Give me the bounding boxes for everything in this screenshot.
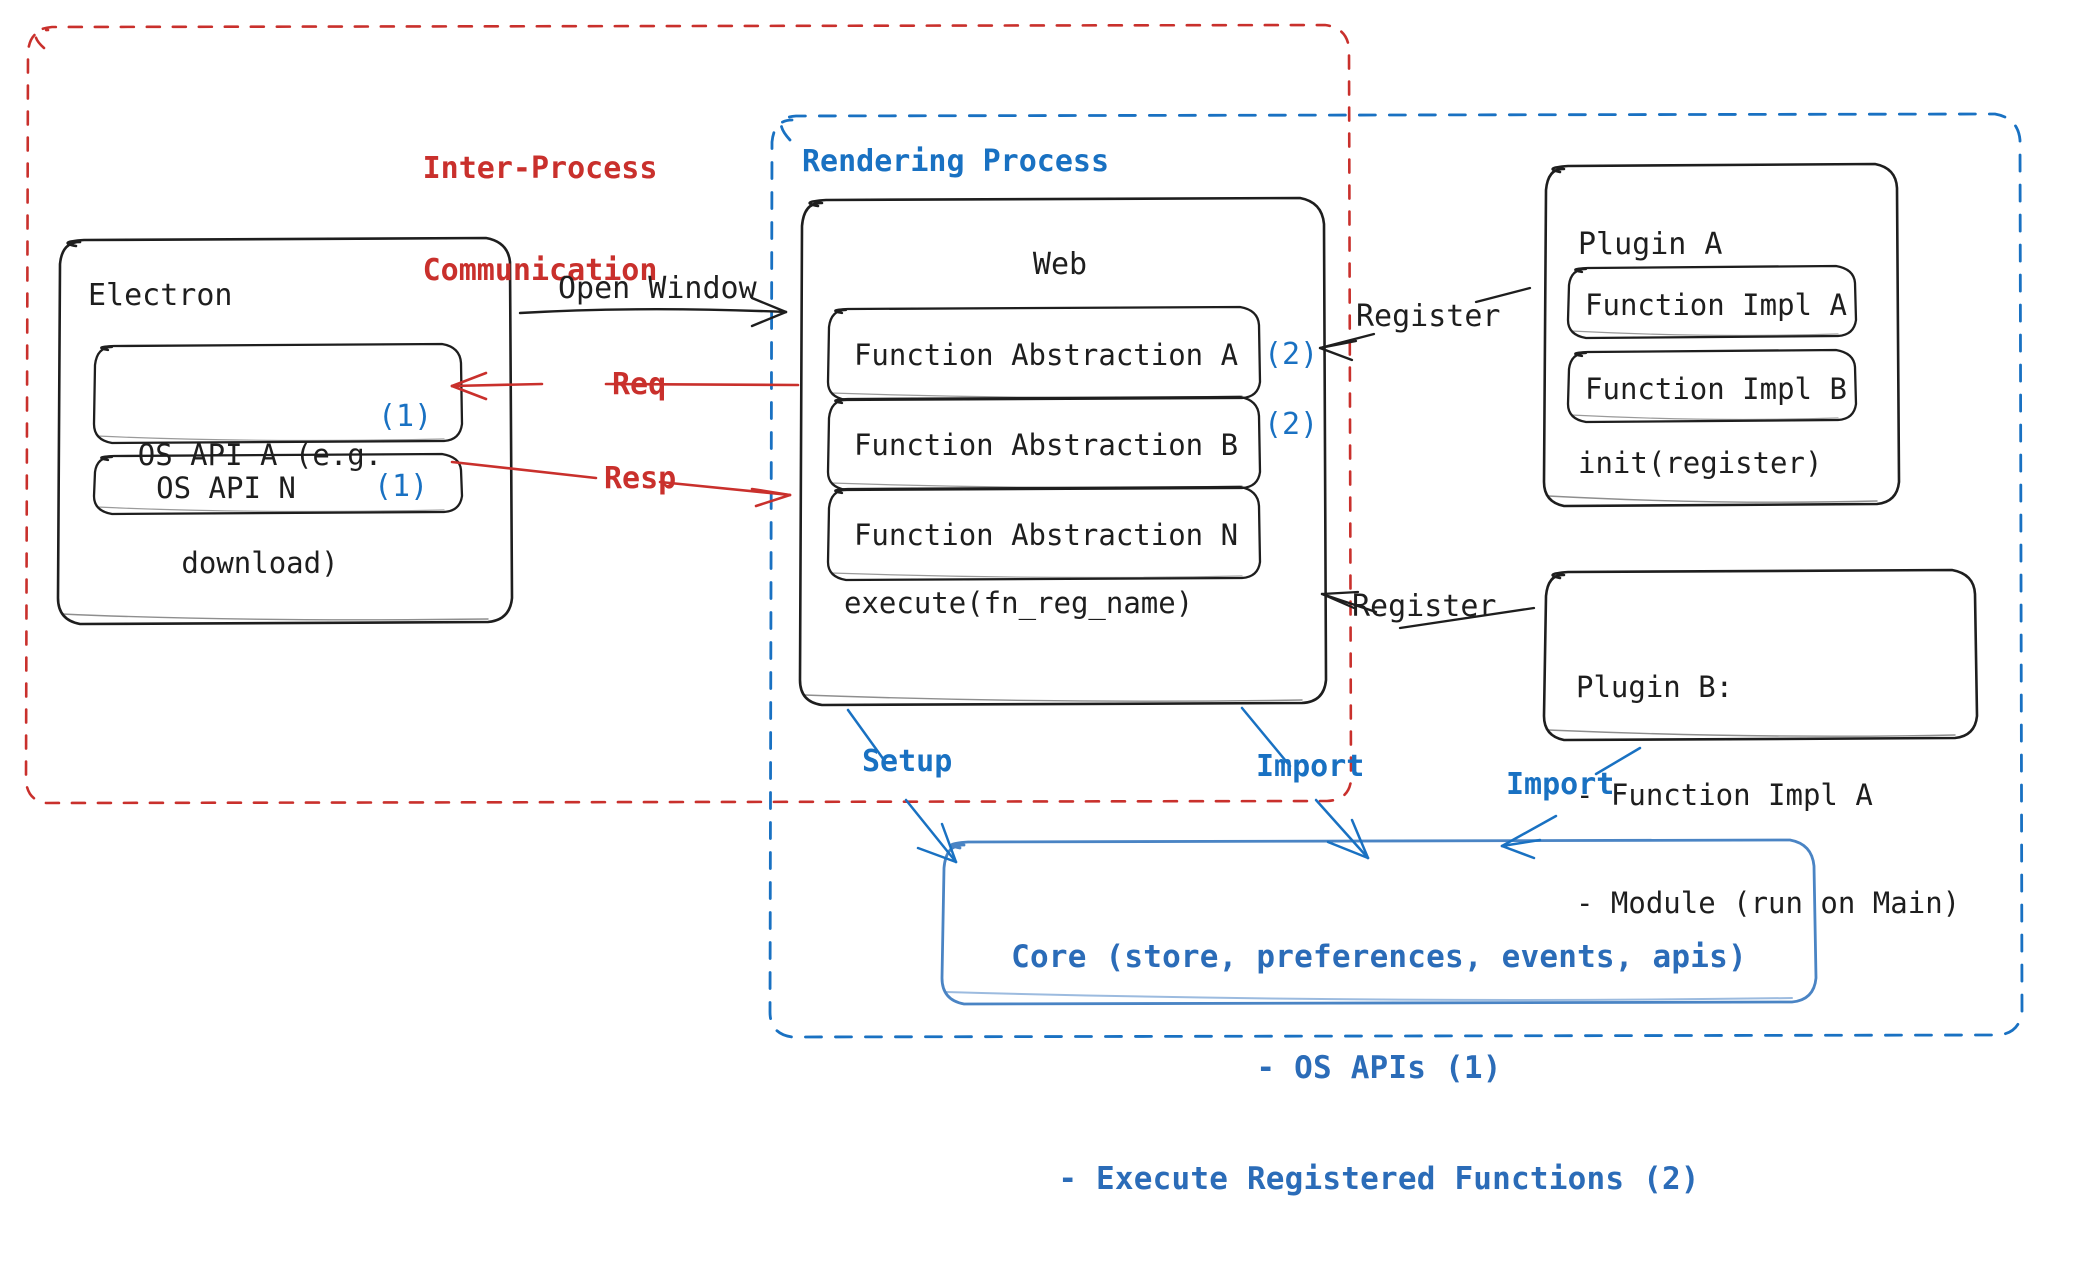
diagram-canvas: .s{fill:none;stroke-linecap:round;stroke…: [24, 23, 2024, 1197]
edge-import-plugin-label: Import: [1506, 767, 1615, 802]
plugin-b-title: Plugin B:: [1576, 670, 1734, 704]
fn-abstraction-a-badge: (2): [1264, 337, 1319, 372]
os-api-n-label: OS API N: [156, 471, 296, 505]
electron-title: Electron: [88, 278, 233, 313]
fn-abstraction-b-badge: (2): [1264, 407, 1319, 442]
plugin-a-title: Plugin A: [1578, 227, 1723, 262]
os-api-a-label: OS API A (e.g. download): [110, 365, 410, 653]
core-line-2: - OS APIs (1): [1256, 1050, 1502, 1086]
fn-abstraction-a-label: Function Abstraction A: [853, 338, 1239, 372]
plugin-b-item-2: - Module (run on Main): [1576, 886, 1961, 920]
ipc-group-label-line2: Communication: [422, 253, 658, 288]
plugin-b-content: Plugin B: - Function Impl A - Module (ru…: [1576, 597, 1996, 993]
core-line-3: - Execute Registered Functions (2): [1058, 1161, 1700, 1197]
os-api-a-badge: (1): [378, 399, 433, 434]
fn-abstraction-b-label: Function Abstraction B: [853, 428, 1239, 462]
fn-impl-a-label: Function Impl A: [1585, 288, 1847, 322]
edge-import-web-label: Import: [1256, 749, 1365, 784]
edge-register-b-label: Register: [1352, 589, 1497, 624]
os-api-a-label-line2: download): [181, 546, 339, 580]
web-title: Web: [1032, 247, 1088, 282]
edge-resp-label: Resp: [604, 461, 677, 496]
edge-req-label: Req: [612, 367, 667, 402]
plugin-b-item-1: - Function Impl A: [1576, 778, 1873, 812]
ipc-group-label: Inter-Process Communication: [420, 84, 660, 356]
fn-impl-b-label: Function Impl B: [1585, 372, 1847, 406]
core-line-1: Core (store, preferences, events, apis): [1011, 939, 1747, 975]
edge-register-a-label: Register: [1356, 299, 1501, 334]
edge-open-window-label: Open Window: [558, 271, 757, 306]
ipc-group-label-line1: Inter-Process: [422, 151, 658, 186]
os-api-n-badge: (1): [374, 469, 429, 504]
edge-setup-label: Setup: [862, 744, 953, 779]
core-content: Core (store, preferences, events, apis) …: [948, 865, 1810, 1272]
os-api-a-label-line1: OS API A (e.g.: [137, 438, 383, 472]
edge-setup-arrow: [846, 708, 958, 864]
web-execute-label: execute(fn_reg_name): [844, 586, 1194, 620]
rendering-group-label: Rendering Process: [802, 144, 1110, 179]
plugin-a-init-label: init(register): [1578, 446, 1823, 480]
fn-abstraction-n-label: Function Abstraction N: [853, 518, 1239, 552]
